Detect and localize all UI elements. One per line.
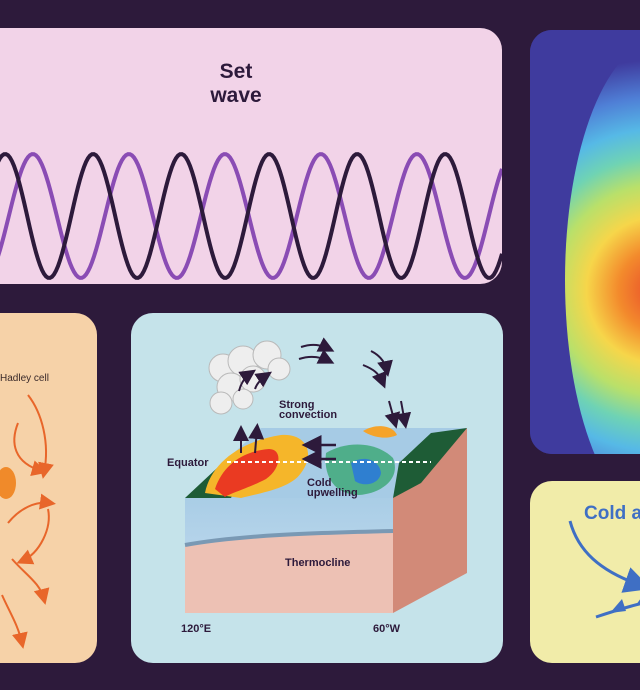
thermocline-label: Thermocline	[285, 557, 351, 569]
updraft-arrow-2	[248, 423, 265, 454]
strong-convection-label-line2: convection	[279, 409, 338, 421]
heatmap-blob	[565, 45, 640, 454]
cold-panel-title: Cold a	[584, 503, 640, 524]
cold-tongue-core	[351, 458, 381, 485]
cold-upwelling-label-line2: upwelling	[307, 487, 358, 499]
hadley-arrow-4	[16, 508, 50, 565]
hadley-cell-panel: Hadley cell	[0, 313, 97, 663]
heat-core	[0, 467, 16, 499]
wave-dark-line	[0, 152, 502, 280]
east-warm-patch	[363, 426, 397, 438]
updraft-arrow-4	[254, 371, 272, 390]
wave-plot	[0, 152, 502, 280]
wave-purple-line	[0, 152, 502, 280]
convection-clouds	[208, 340, 291, 415]
upper-arrow-4	[362, 364, 387, 389]
cold-front-tooth-2	[636, 599, 640, 605]
hadley-cell-label: Hadley cell	[0, 373, 49, 384]
set-wave-title-line2: wave	[210, 84, 262, 107]
upper-arrow-1	[300, 337, 335, 352]
equator-label: Equator	[167, 457, 209, 469]
updraft-arrow-3	[238, 369, 256, 392]
block-side	[393, 428, 467, 613]
cold-front-line	[595, 602, 640, 619]
cold-upwelling-label-line1: Cold	[307, 477, 332, 489]
longitude-120e-label: 120°E	[181, 623, 212, 635]
cold-air-arrow	[568, 520, 640, 593]
upper-arrow-3	[370, 350, 393, 377]
hadley-arrow-5	[11, 558, 50, 605]
hadley-arrow-6	[1, 594, 28, 649]
downdraft-arrow-1	[384, 400, 401, 429]
hadley-arrows	[0, 394, 56, 649]
heatmap-graphic	[530, 30, 640, 454]
deep-water	[185, 531, 393, 613]
cold-front-graphic	[568, 520, 640, 619]
hadley-arrow-3	[7, 493, 56, 524]
thermocline-line	[184, 529, 394, 547]
walker-circulation-panel: Strong convection Equator Cold upwelling…	[131, 313, 503, 663]
set-wave-panel: Set wave	[0, 28, 502, 284]
downdraft-arrow-2	[395, 400, 412, 429]
hadley-arrow-1	[27, 394, 54, 479]
heatmap-panel	[530, 30, 640, 454]
longitude-60w-label: 60°W	[373, 623, 401, 635]
strong-convection-label-line1: Strong	[279, 399, 315, 411]
cold-front-tooth-1	[610, 599, 626, 613]
upper-arrow-2	[298, 349, 335, 364]
cold-air-panel: Cold a	[530, 481, 640, 663]
hadley-arrow-2	[13, 422, 48, 476]
ocean-block-diagram	[184, 337, 467, 613]
set-wave-title-line1: Set	[219, 60, 253, 83]
